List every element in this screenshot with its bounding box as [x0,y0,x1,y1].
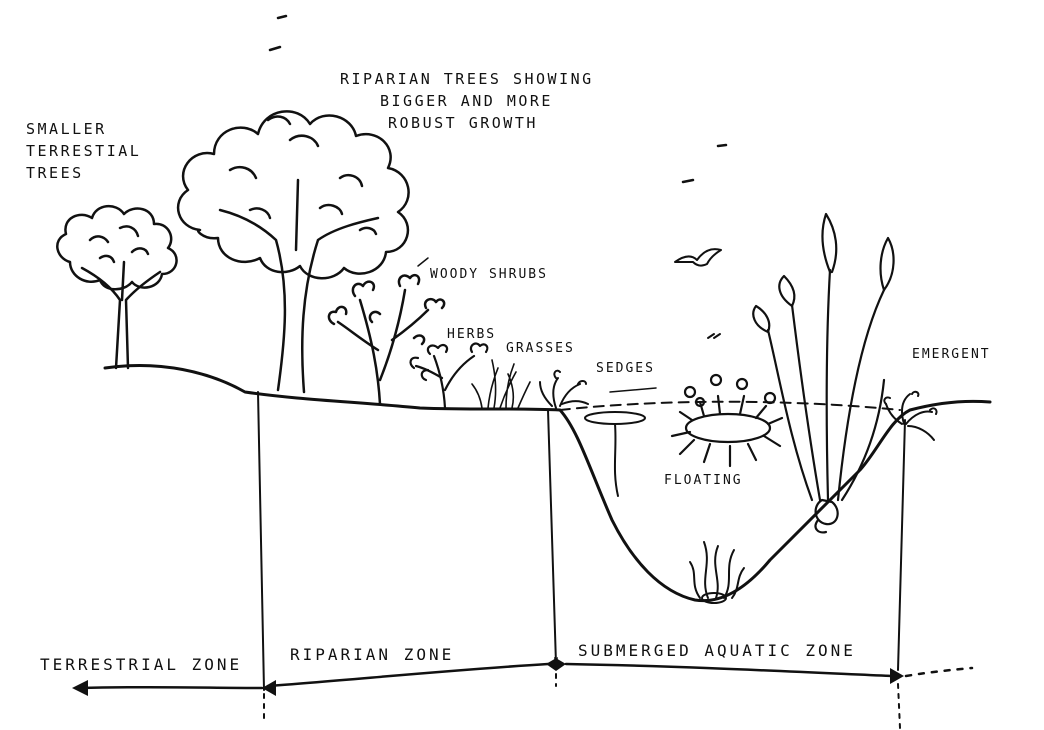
sedges-plant [540,371,588,408]
terrestrial-tree [57,206,176,368]
riparian-trees-label-line1: RIPARIAN TREES SHOWING [340,70,594,88]
floating-leaf-small [585,412,645,496]
grasses-plant [472,360,530,408]
riparian-trees-label-line2: BIGGER AND MORE [380,92,553,110]
terrestrial-trees-label-line1: SMALLER [26,120,107,138]
terrestrial-zone-label: TERRESTRIAL ZONE [40,655,242,674]
terrestrial-trees-label-line2: TERRESTIAL [26,142,141,160]
sedges-label: SEDGES [596,361,655,376]
submerged-plant [690,542,744,603]
terrestrial-trees-label-line3: TREES [26,164,84,182]
water-line [560,402,900,410]
floating-label: FLOATING [664,473,743,488]
riparian-zone-label: RIPARIAN ZONE [290,645,454,664]
flying-birds [270,16,726,338]
emergent-cattails [753,214,893,532]
herbs-plant [411,344,488,408]
emergent-label: EMERGENT [912,347,991,362]
emergent-plant-bank [884,392,936,440]
grasses-label: GRASSES [506,341,575,356]
aquatic-zone-label: SUBMERGED AQUATIC ZONE [578,641,856,660]
riparian-tree [178,111,409,392]
zone-boundaries [258,392,905,728]
floating-plant [672,375,782,466]
woody-shrub [329,275,444,404]
herbs-label: HERBS [447,327,496,342]
woody-shrubs-label: WOODY SHRUBS [430,267,548,282]
riparian-trees-label-line3: ROBUST GROWTH [388,114,538,132]
